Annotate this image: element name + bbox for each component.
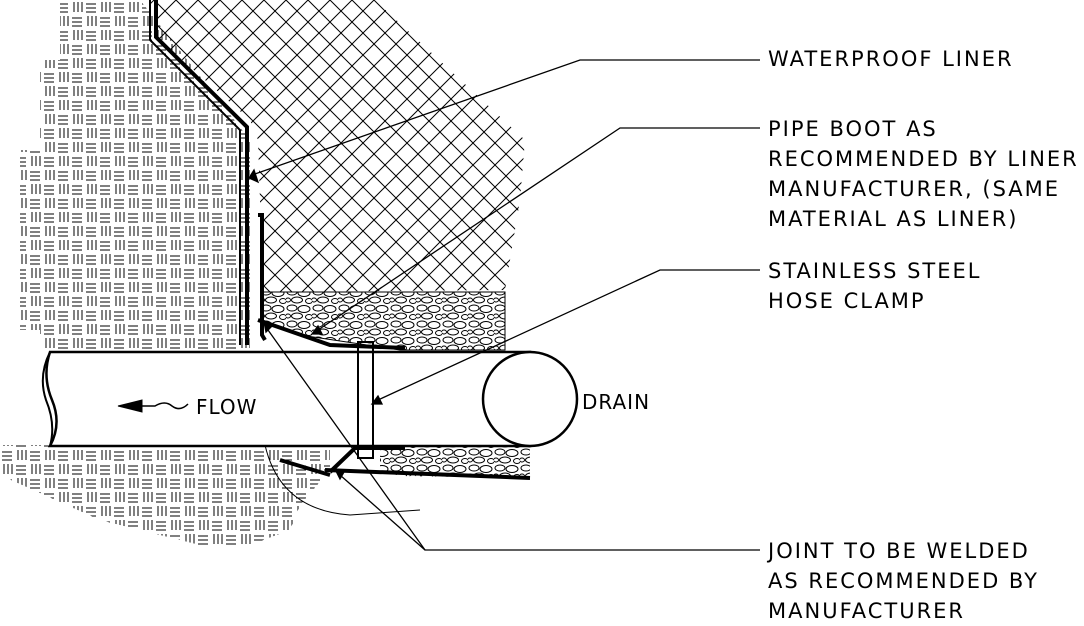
callout-line: MANUFACTURER [768, 599, 966, 623]
drain-pipe [41, 350, 579, 448]
callout-line: WATERPROOF LINER [768, 47, 1014, 71]
native-soil-hatch [0, 0, 330, 545]
callout-line: MATERIAL AS LINER) [768, 207, 1019, 231]
callout-pipe-boot: PIPE BOOT AS RECOMMENDED BY LINER MANUFA… [768, 114, 1079, 234]
callout-line: PIPE BOOT AS [768, 117, 938, 141]
backfill-boundary-curve [264, 444, 421, 516]
flow-label: FLOW [196, 395, 257, 419]
waterproof-liner [149, 0, 249, 345]
compacted-fill-hatch [150, 0, 525, 292]
callout-line: HOSE CLAMP [768, 289, 926, 313]
flow-arrow [117, 399, 189, 413]
callout-hose-clamp: STAINLESS STEEL HOSE CLAMP [768, 256, 982, 316]
callout-line: AS RECOMMENDED BY [768, 569, 1040, 593]
pipe-boot-lower [279, 446, 531, 480]
leader-lines [248, 59, 760, 551]
callout-line: STAINLESS STEEL [768, 259, 982, 283]
callout-waterproof-liner: WATERPROOF LINER [768, 44, 1014, 74]
pipe-boot-upper [257, 213, 406, 350]
hose-clamp [357, 341, 374, 459]
callout-weld-joint: JOINT TO BE WELDED AS RECOMMENDED BY MAN… [768, 536, 1039, 626]
drain-label: DRAIN [582, 390, 650, 414]
callout-line: RECOMMENDED BY LINER [768, 147, 1079, 171]
callout-line: MANUFACTURER, (SAME [768, 177, 1061, 201]
gravel-bedding [261, 291, 530, 478]
callout-line: JOINT TO BE WELDED [768, 539, 1030, 563]
